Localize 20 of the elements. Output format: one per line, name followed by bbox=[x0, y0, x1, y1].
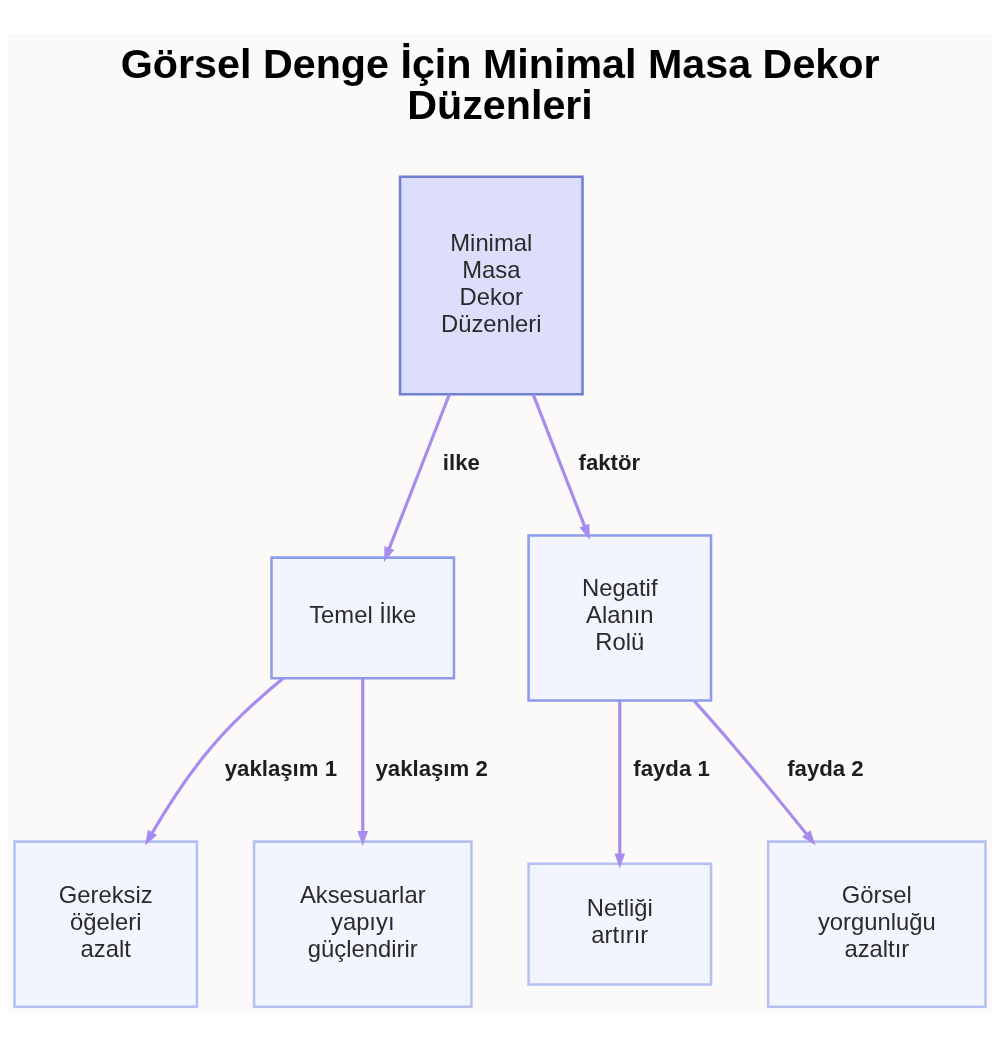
node-box: Aksesuarlar yapıyı güçlendirir bbox=[252, 839, 473, 1008]
node-box: Netliği artırır bbox=[527, 862, 713, 986]
arrow bbox=[144, 676, 285, 845]
node-box: Görsel yorgunluğu azaltır bbox=[766, 839, 987, 1008]
arrow bbox=[531, 393, 590, 540]
edge-label: yaklaşım 2 bbox=[375, 755, 488, 781]
node-box: Negatif Alanın Rolü bbox=[527, 533, 713, 702]
node-box: Gereksiz öğeleri azalt bbox=[13, 839, 199, 1008]
edge-label: ilke bbox=[442, 449, 480, 475]
diagram-title: Görsel Denge İçin Minimal Masa Dekor Düzenleri bbox=[120, 40, 880, 128]
edge-label: yaklaşım 1 bbox=[224, 755, 338, 781]
edge-label: fayda 2 bbox=[787, 755, 864, 781]
node-box: Minimal Masa Dekor Düzenleri bbox=[398, 175, 584, 395]
arrow bbox=[383, 393, 451, 562]
node-box: Temel İlke bbox=[270, 555, 456, 679]
edge-label: faktör bbox=[578, 449, 641, 475]
edge-label: fayda 1 bbox=[633, 755, 710, 781]
arrow bbox=[614, 700, 626, 868]
arrow bbox=[693, 699, 816, 845]
arrow bbox=[357, 678, 369, 846]
